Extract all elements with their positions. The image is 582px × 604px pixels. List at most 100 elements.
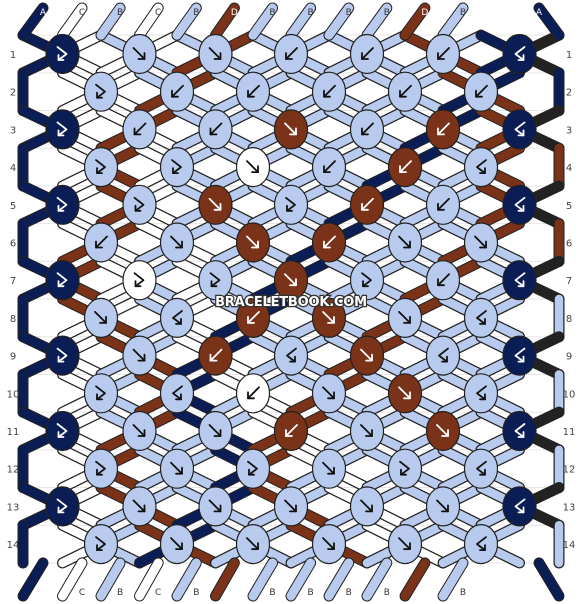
knot [273,33,309,75]
row-label-left: 10 [7,389,20,400]
knot [273,260,309,301]
knot [122,184,157,225]
knot-arrow-icon [514,121,526,137]
knot-arrow-icon [514,498,526,514]
knot [502,486,537,527]
knot [349,109,385,150]
knot-arrow-icon [246,235,259,249]
knot-shape [463,448,499,489]
knot [349,260,385,301]
row-label-right: 10 [563,389,576,400]
knot [463,373,499,414]
knot [159,373,195,414]
knot [387,373,423,414]
row-label-left: 9 [10,352,16,363]
knot-shape [45,109,80,150]
knot-arrow-icon [398,235,411,249]
knot-arrow-icon [208,197,222,211]
knot [122,260,157,301]
knot [311,373,347,414]
knot-arrow-icon [209,348,223,362]
knot-arrow-icon [170,235,183,249]
knot-arrow-icon [285,196,296,212]
knot [83,71,119,112]
knot [349,33,385,75]
knot-shape [502,410,537,452]
row-label-left: 4 [10,163,16,174]
knot [122,335,157,376]
knot-arrow-icon [399,84,412,98]
knot-arrow-icon [361,197,374,211]
knot-arrow-icon [284,122,297,136]
knot [502,410,537,452]
knot-grid [45,33,537,565]
knot [45,260,80,301]
thread-end [400,558,430,601]
top-string-label: C [79,8,85,18]
knot-arrow-icon [285,424,298,437]
knot-arrow-icon [514,46,526,61]
knot [83,222,119,263]
knot-arrow-icon [170,537,183,550]
knot-arrow-icon [436,424,449,437]
knot [122,33,157,75]
knot-arrow-icon [476,536,487,551]
knot [159,448,195,489]
row-label-left: 14 [7,540,20,551]
row-label-right: 7 [566,276,572,287]
knot-shape [463,147,499,188]
knot-arrow-icon [208,424,222,437]
thread-end [248,3,277,40]
knot-arrow-icon [246,537,259,550]
knot-shape [83,448,119,489]
knot [83,147,119,188]
top-string-label: D [421,8,428,18]
knot-arrow-icon [514,423,526,438]
knot-shape [502,260,537,301]
knot-shape [45,486,80,527]
knot [425,184,461,225]
knot-arrow-icon [95,536,106,551]
bottom-string-label: A [40,588,47,598]
row-label-right: 5 [566,201,572,212]
knot [198,486,233,527]
knot [311,523,347,565]
knot-shape [273,184,309,225]
knot-arrow-icon [475,84,488,98]
knot [502,335,537,376]
knot-arrow-icon [474,235,487,249]
knot-shape [349,260,385,301]
knot [122,410,157,452]
knot-arrow-icon [133,272,145,288]
knot [273,410,309,452]
knot-arrow-icon [95,159,106,175]
thread-end [400,3,430,40]
knot [463,147,499,188]
knot-arrow-icon [94,310,107,324]
knot-arrow-icon [476,385,487,401]
knot [159,222,195,263]
knot-arrow-icon [399,160,412,174]
bottom-string-label: C [155,588,161,598]
knot [122,486,157,527]
knot-arrow-icon [209,122,223,136]
knot-arrow-icon [56,498,68,514]
knot-shape [45,184,80,225]
knot-shape [83,373,119,414]
top-string-label: B [460,8,466,18]
knot [311,297,347,338]
knot [311,222,347,263]
knot-shape [425,335,461,376]
knot [235,373,271,414]
knot [463,71,499,112]
knot-arrow-icon [132,348,146,362]
knot-arrow-icon [132,424,146,437]
bottom-string-label: D [231,588,238,598]
thread-end [438,558,468,601]
knot [198,410,233,452]
knot-arrow-icon [172,385,183,401]
row-label-left: 1 [10,50,16,61]
thread-end [96,558,125,601]
knot-arrow-icon [247,386,260,400]
